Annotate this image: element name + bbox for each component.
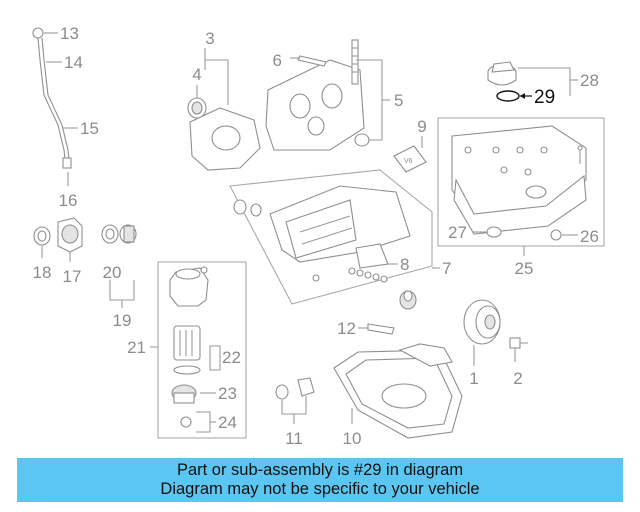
oil-pan-10 [333, 343, 463, 439]
callout-1: 1 [469, 369, 478, 388]
callout-29: 29 [534, 87, 555, 108]
callout-13: 13 [60, 24, 79, 43]
seal-29-highlighted [496, 90, 532, 102]
bolt-12 [358, 323, 395, 335]
parts-diagram: V6 [32, 24, 605, 448]
callout-14: 14 [64, 53, 83, 72]
timing-cover-group [187, 39, 390, 171]
callout-7: 7 [442, 259, 451, 278]
callout-28: 28 [580, 71, 599, 90]
callout-27: 27 [448, 223, 467, 242]
callout-19: 19 [113, 311, 132, 330]
callout-26: 26 [580, 227, 599, 246]
dipstick-assembly [32, 27, 78, 186]
callout-25: 25 [515, 259, 534, 278]
oil-filter-group [150, 261, 247, 439]
sensor-11 [275, 377, 315, 424]
callout-17: 17 [63, 267, 82, 286]
oil-cap-28 [487, 61, 578, 96]
callout-21: 21 [127, 338, 146, 357]
callout-16: 16 [59, 191, 78, 210]
callout-5: 5 [394, 91, 403, 110]
info-banner: Part or sub-assembly is #29 in diagram D… [17, 458, 623, 502]
callout-12: 12 [337, 319, 356, 338]
callout-9: 9 [417, 117, 426, 136]
valve-cover-group [437, 117, 605, 256]
callout-8: 8 [400, 255, 409, 274]
callout-10: 10 [343, 429, 362, 448]
callout-2: 2 [513, 369, 522, 388]
callout-20: 20 [103, 263, 122, 282]
crank-pulley-1 [463, 299, 501, 366]
seal-18-and-housing-17 [33, 217, 83, 262]
callout-24: 24 [218, 413, 237, 432]
callout-3: 3 [205, 29, 214, 48]
callout-15: 15 [80, 119, 99, 138]
callout-4: 4 [192, 65, 201, 84]
callout-6: 6 [273, 51, 282, 70]
intake-manifold-group [229, 169, 440, 310]
banner-line-2: Diagram may not be specific to your vehi… [160, 480, 480, 498]
bolt-2 [509, 337, 528, 362]
callout-11: 11 [285, 429, 303, 448]
callout-22: 22 [222, 348, 241, 367]
seals-19-20 [101, 224, 137, 308]
svg-text:V6: V6 [404, 158, 413, 165]
banner-line-1: Part or sub-assembly is #29 in diagram [176, 461, 464, 479]
callout-23: 23 [218, 384, 237, 403]
callout-18: 18 [33, 263, 52, 282]
engine-badge-9: V6 [393, 136, 427, 173]
